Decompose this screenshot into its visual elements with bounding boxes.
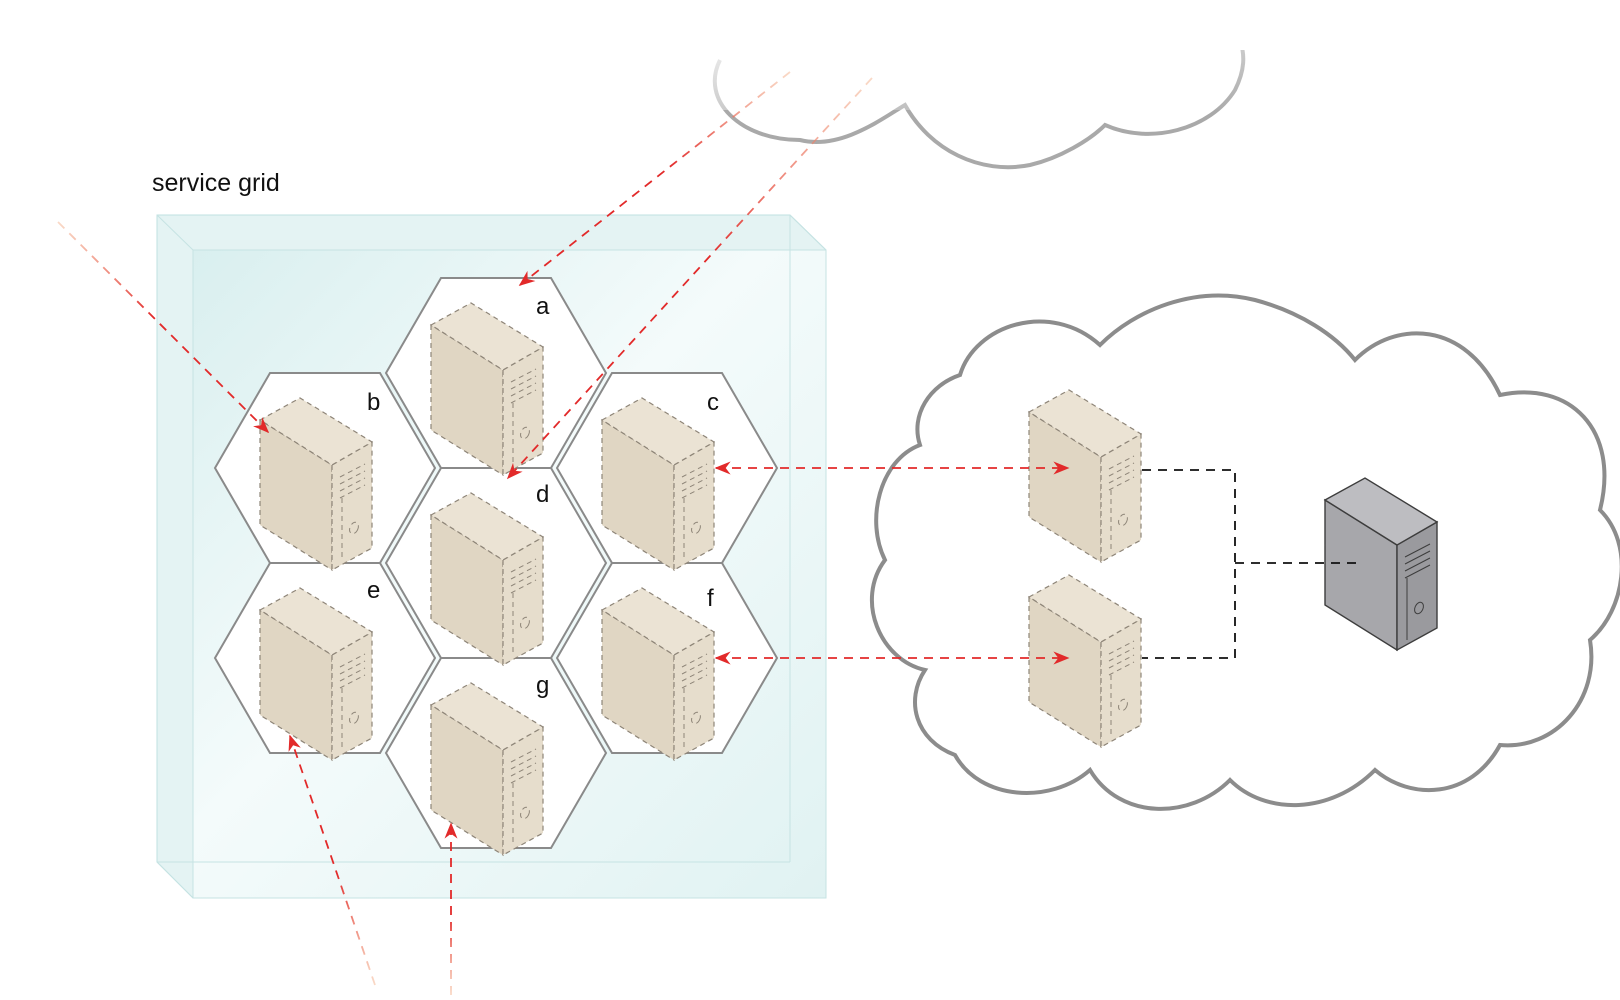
server-icon [429,682,545,857]
server-link [1142,469,1236,659]
servers [258,302,1439,857]
hex-label: a [536,293,550,320]
upper-cloud [690,0,1270,170]
server-icon [600,397,716,572]
hex-label: g [536,672,549,699]
cloud [869,293,1620,811]
server-icon [600,587,716,762]
server-icon [1027,574,1143,749]
server-icon [429,492,545,667]
connections [57,71,1360,995]
hex-label: c [707,389,719,416]
incoming-arrow-e [288,734,376,986]
server-icon [258,397,374,572]
server-icon [1323,477,1439,652]
hex-label: f [707,585,714,612]
server-icon [429,302,545,477]
hex-label: d [536,481,549,508]
diagram-title: service grid [152,169,280,197]
hex-label: e [367,577,380,604]
incoming-arrow-b [57,221,270,434]
hex-label: b [367,389,380,416]
server-icon [258,587,374,762]
incoming-arrow-d [506,77,873,480]
server-icon [1027,389,1143,564]
